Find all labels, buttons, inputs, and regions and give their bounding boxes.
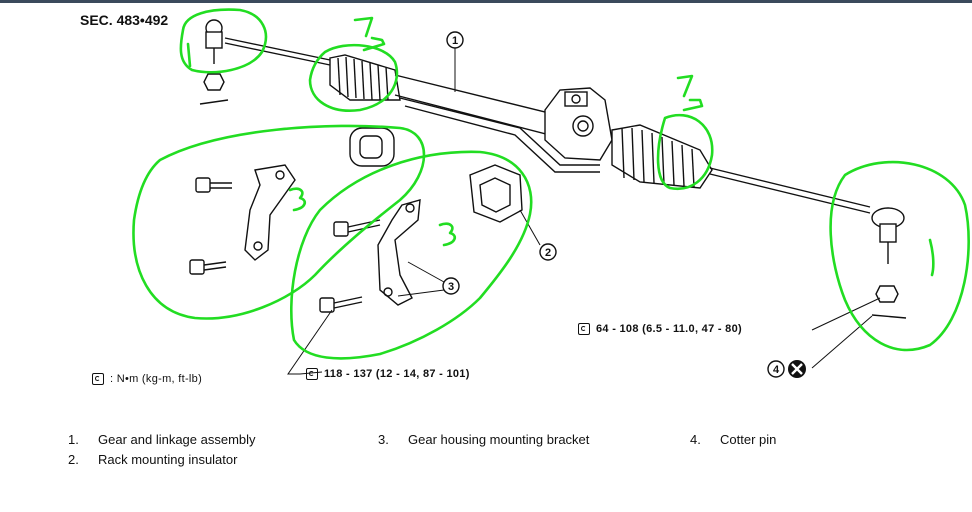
right-rack-boot bbox=[611, 124, 713, 189]
left-tie-rod bbox=[224, 37, 331, 61]
callout-4: 4 bbox=[767, 360, 806, 378]
torque-wrench-icon bbox=[92, 373, 104, 385]
torque-unit-legend-text: : N•m (kg-m, ft-lb) bbox=[110, 373, 203, 385]
torque-wrench-icon bbox=[578, 323, 590, 335]
parts-legend-col-2: 3.Gear housing mounting bracket bbox=[378, 430, 589, 450]
circle-right-boot bbox=[656, 113, 714, 191]
svg-text:1: 1 bbox=[452, 35, 458, 47]
left-tie-rod-end bbox=[199, 19, 229, 105]
left-bracket-bolt-upper bbox=[195, 177, 232, 193]
window-top-border bbox=[0, 0, 972, 3]
left-rack-insulator bbox=[349, 127, 395, 167]
callout-3: 3 bbox=[442, 277, 460, 295]
circle-center-bracket bbox=[290, 150, 533, 360]
svg-text:4: 4 bbox=[773, 364, 780, 376]
center-bracket-bolt-lower bbox=[319, 296, 363, 313]
circle-right-tie-rod-end bbox=[829, 160, 970, 352]
gear-housing-mounting-bracket bbox=[377, 199, 421, 306]
torque-spec-bracket: 118 - 137 (12 - 14, 87 - 101) bbox=[306, 368, 470, 380]
section-reference: SEC. 483•492 bbox=[80, 12, 169, 28]
parts-legend-item: 3.Gear housing mounting bracket bbox=[378, 432, 590, 447]
parts-legend-item: 4.Cotter pin bbox=[690, 432, 777, 447]
svg-text:2: 2 bbox=[545, 247, 551, 259]
left-rack-boot bbox=[329, 54, 401, 101]
hand-mark-1 bbox=[928, 238, 935, 277]
hand-mark-2-left bbox=[353, 16, 386, 52]
circle-left-tie-rod-end bbox=[179, 8, 268, 74]
parts-legend-item: 1.Gear and linkage assembly bbox=[68, 432, 256, 447]
pinion-housing bbox=[544, 87, 613, 161]
circle-left-bracket bbox=[132, 124, 426, 320]
right-tie-rod bbox=[709, 167, 871, 208]
parts-legend-col-1: 1.Gear and linkage assembly 2.Rack mount… bbox=[68, 430, 256, 470]
rack-mounting-insulator bbox=[469, 164, 523, 223]
steering-rack-assembly bbox=[199, 19, 907, 319]
hand-mark-3-left bbox=[288, 187, 307, 212]
hand-mark-2-right bbox=[676, 74, 704, 112]
do-not-reuse-icon bbox=[788, 360, 806, 378]
torque-spec-tie-rod: 64 - 108 (6.5 - 11.0, 47 - 80) bbox=[578, 323, 742, 335]
hand-mark-3-center bbox=[438, 222, 457, 247]
right-tie-rod-end bbox=[871, 207, 907, 319]
parts-legend-col-3: 4.Cotter pin bbox=[690, 430, 776, 450]
callout-1: 1 bbox=[446, 31, 464, 49]
hand-annotations bbox=[132, 8, 970, 360]
center-bracket-bolt-upper bbox=[333, 219, 381, 237]
left-bracket-group bbox=[189, 127, 395, 275]
torque-spec-tie-rod-value: 64 - 108 (6.5 - 11.0, 47 - 80) bbox=[596, 323, 742, 335]
torque-wrench-icon bbox=[306, 368, 318, 380]
left-mounting-bracket bbox=[244, 164, 296, 261]
svg-text:3: 3 bbox=[448, 281, 454, 293]
parts-legend-item: 2.Rack mounting insulator bbox=[68, 452, 238, 467]
torque-unit-legend: : N•m (kg-m, ft-lb) bbox=[92, 373, 202, 385]
leader-lines bbox=[287, 48, 881, 375]
callout-2: 2 bbox=[539, 243, 557, 261]
center-bracket-group bbox=[319, 164, 523, 313]
torque-spec-bracket-value: 118 - 137 (12 - 14, 87 - 101) bbox=[324, 368, 470, 380]
left-bracket-bolt-lower bbox=[189, 259, 227, 275]
